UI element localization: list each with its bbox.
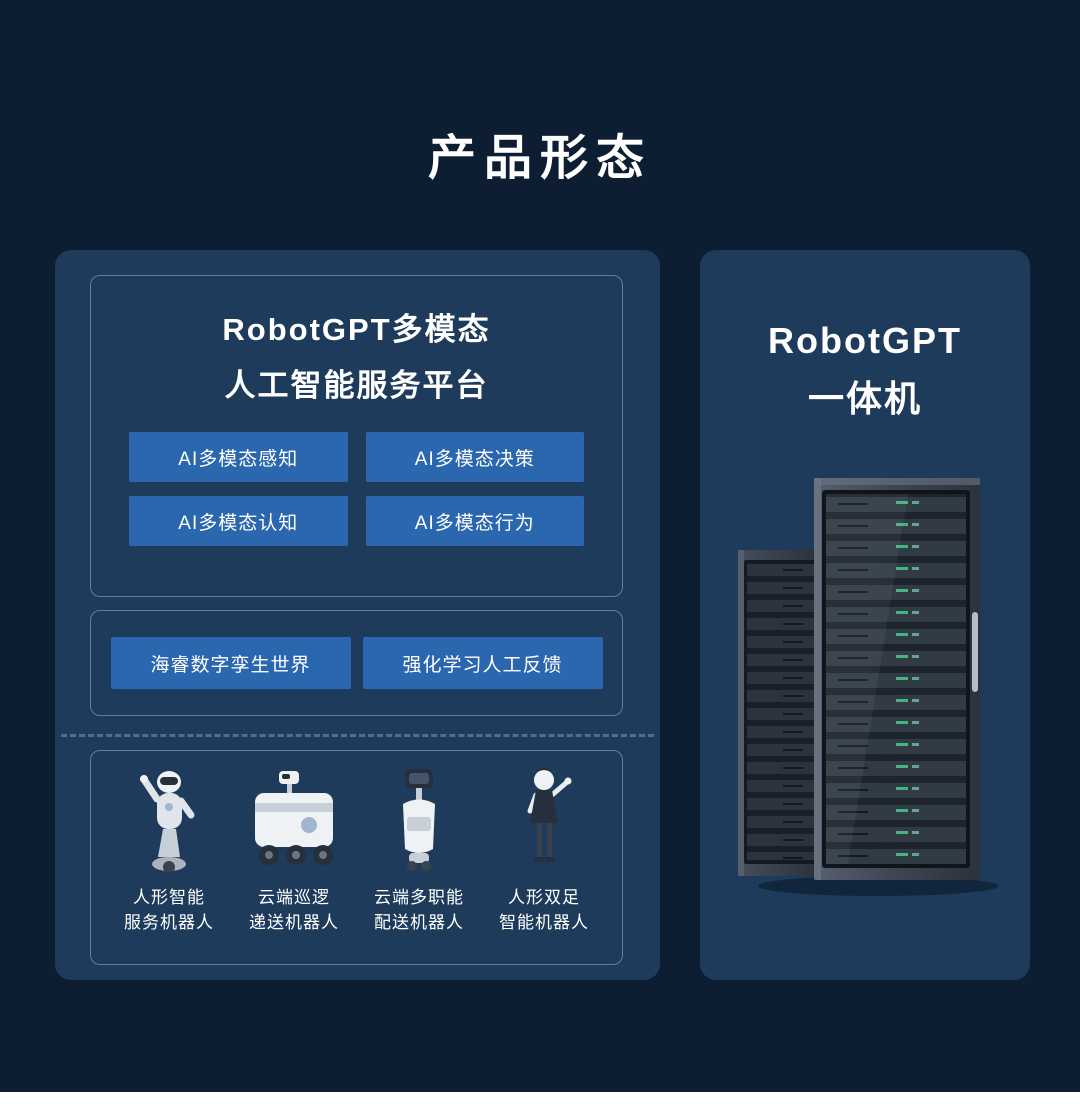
- robot-caption-line1: 人形智能: [133, 888, 205, 907]
- robotgpt-appliance-panel: RobotGPT 一体机: [700, 250, 1030, 980]
- robot-caption-line2: 配送机器人: [374, 913, 464, 932]
- robots-box: 人形智能 服务机器人: [90, 750, 623, 965]
- robot-caption-line1: 云端多职能: [374, 888, 464, 907]
- robot-cloud-multifunction-delivery: 云端多职能 配送机器人: [359, 765, 479, 935]
- chip-ai-multimodal-behavior: AI多模态行为: [365, 496, 584, 546]
- dashed-divider: [61, 734, 654, 737]
- robot-caption-line2: 递送机器人: [249, 913, 339, 932]
- page-title: 产品形态: [427, 132, 652, 185]
- robot-cloud-patrol-delivery: 云端巡逻 递送机器人: [234, 765, 354, 935]
- server-rack-illustration: [728, 472, 1002, 902]
- chip-ai-multimodal-perception: AI多模态感知: [129, 432, 348, 482]
- robot-caption: 云端巡逻 递送机器人: [234, 885, 354, 935]
- robot-caption: 人形智能 服务机器人: [109, 885, 229, 935]
- chip-ai-multimodal-decision: AI多模态决策: [365, 432, 584, 482]
- robot-cloud-multifunction-delivery-image: [403, 769, 435, 871]
- bottom-strip: [0, 1092, 1080, 1106]
- platform-title-line1: RobotGPT多模态: [222, 312, 491, 347]
- platform-title: RobotGPT多模态 人工智能服务平台: [91, 302, 622, 414]
- robot-caption-line1: 人形双足: [508, 888, 580, 907]
- chip-digital-twin-world: 海睿数字孪生世界: [110, 637, 351, 689]
- robot-caption: 人形双足 智能机器人: [484, 885, 604, 935]
- robot-humanoid-service-image: [140, 771, 195, 873]
- appliance-title-line1: RobotGPT: [768, 320, 962, 361]
- robot-caption-line1: 云端巡逻: [258, 888, 330, 907]
- robot-bipedal-humanoid: 人形双足 智能机器人: [484, 765, 604, 935]
- chip-ai-multimodal-cognition: AI多模态认知: [129, 496, 348, 546]
- chip-rlhf: 强化学习人工反馈: [362, 637, 603, 689]
- platform-capability-grid: AI多模态感知 AI多模态决策 AI多模态认知 AI多模态行为: [129, 432, 584, 546]
- platform-panel: RobotGPT多模态 人工智能服务平台 AI多模态感知 AI多模态决策 AI多…: [55, 250, 660, 980]
- robot-humanoid-service: 人形智能 服务机器人: [109, 765, 229, 935]
- server-rack-image: [738, 478, 998, 896]
- middle-box: 海睿数字孪生世界 强化学习人工反馈: [90, 610, 623, 716]
- platform-title-line2: 人工智能服务平台: [224, 368, 489, 403]
- appliance-title: RobotGPT 一体机: [700, 312, 1030, 428]
- platform-box: RobotGPT多模态 人工智能服务平台 AI多模态感知 AI多模态决策 AI多…: [90, 275, 623, 597]
- appliance-title-line2: 一体机: [807, 378, 922, 419]
- robot-caption: 云端多职能 配送机器人: [359, 885, 479, 935]
- robot-cloud-patrol-delivery-image: [255, 771, 333, 865]
- robot-row: 人形智能 服务机器人: [91, 751, 622, 935]
- robot-bipedal-humanoid-image: [527, 768, 572, 862]
- robot-caption-line2: 服务机器人: [124, 913, 214, 932]
- robot-caption-line2: 智能机器人: [499, 913, 589, 932]
